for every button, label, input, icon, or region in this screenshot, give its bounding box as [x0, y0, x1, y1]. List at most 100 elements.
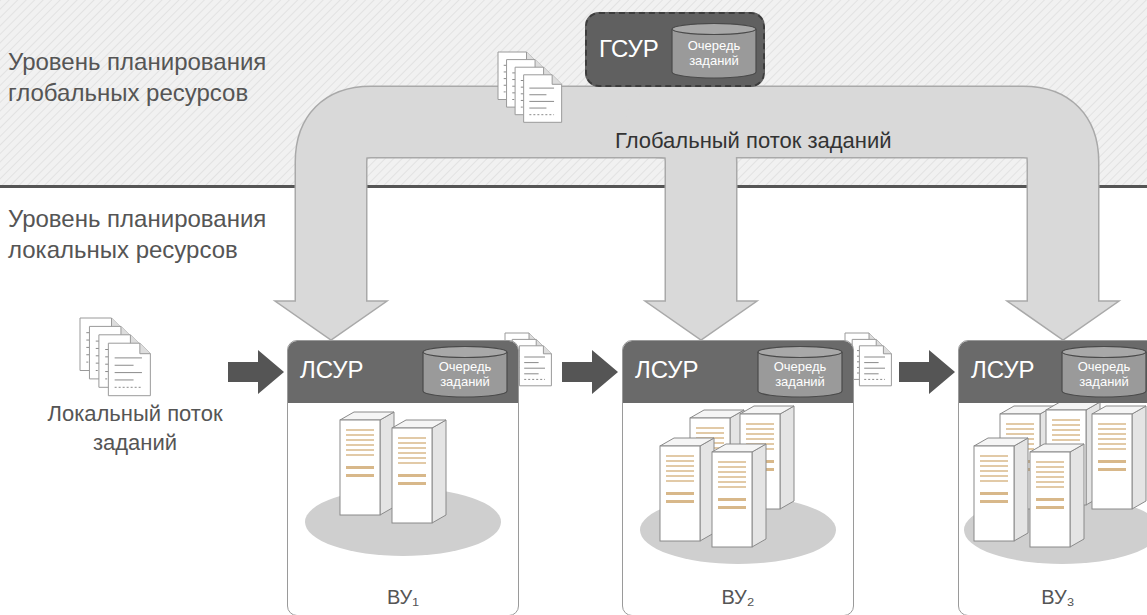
server-vent	[1098, 433, 1126, 435]
job-queue-cylinder: Очередь заданий	[422, 346, 508, 398]
server-vent	[980, 465, 1008, 467]
level-label: Уровень планирования локальных ресурсов	[8, 203, 388, 265]
compute-unit-box: ВУ₃ЛСУРОчередь заданий	[958, 340, 1147, 615]
server-top	[712, 444, 766, 452]
document-line	[864, 357, 885, 358]
server-vent	[718, 481, 746, 483]
server-vent	[398, 462, 426, 464]
server-drive	[980, 492, 1008, 495]
server-vent	[1052, 424, 1080, 426]
document-line	[529, 94, 546, 95]
server-vent	[1036, 466, 1064, 468]
document-fold	[552, 75, 562, 85]
scheduler-name: ЛСУР	[635, 354, 699, 386]
job-queue-cylinder: Очередь заданий	[1061, 346, 1147, 398]
server-vent	[718, 466, 746, 468]
flow-band	[675, 87, 1063, 303]
document-line	[529, 114, 554, 115]
server-drive	[398, 482, 426, 485]
server-vent	[666, 465, 694, 467]
server-front	[340, 420, 380, 515]
arrow-head	[1007, 301, 1119, 340]
global-job-documents	[498, 52, 562, 122]
local-flow-arrow	[562, 350, 618, 394]
server-vent	[666, 475, 694, 477]
document-sheet	[859, 346, 891, 386]
arrow-joint	[296, 297, 366, 303]
server-vent	[980, 455, 1008, 457]
cylinder-body	[758, 352, 842, 397]
server-top	[660, 438, 714, 446]
server-side	[752, 444, 766, 547]
server-front	[1092, 414, 1132, 509]
server-vent	[346, 434, 374, 436]
server-drive	[1098, 460, 1126, 463]
document-line	[115, 357, 142, 358]
server-top	[1046, 402, 1100, 410]
job-queue-cylinder: Очередь заданий	[757, 346, 843, 398]
global-flow-arrow	[275, 87, 675, 340]
cylinder-body	[1062, 352, 1146, 397]
document-line	[864, 373, 878, 374]
cylinder-top	[672, 24, 756, 35]
document-fold	[140, 343, 151, 354]
server-vent	[1006, 428, 1034, 430]
server-vent	[666, 470, 694, 472]
server-vent	[398, 437, 426, 439]
server-drive	[1098, 468, 1126, 471]
flow-band-outline	[331, 87, 675, 303]
server-top	[690, 410, 744, 418]
server-side	[432, 420, 446, 523]
cylinder-top	[758, 347, 842, 358]
cylinder-top	[423, 347, 507, 358]
server-drive	[718, 498, 746, 501]
server-vent	[718, 471, 746, 473]
document-line	[529, 101, 554, 102]
server-front	[1030, 452, 1070, 547]
server-vent	[1098, 438, 1126, 440]
server-drive	[1036, 498, 1064, 501]
document-line	[524, 368, 545, 369]
server-vent	[980, 475, 1008, 477]
server-side	[1014, 438, 1028, 541]
server-vent	[1098, 448, 1126, 450]
server-vent	[1098, 428, 1126, 430]
server-vent	[1036, 461, 1064, 463]
server-top	[392, 420, 446, 428]
server-vent	[1052, 434, 1080, 436]
server-vent	[1052, 419, 1080, 421]
server-vent	[696, 427, 724, 429]
queue-label: Очередь заданий	[428, 360, 502, 390]
level-divider	[0, 185, 1147, 188]
server-vent	[1052, 439, 1080, 441]
server-vent	[746, 423, 774, 425]
queue-label: Очередь заданий	[677, 39, 751, 69]
compute-unit-box: ВУ₁ЛСУРОчередь заданий	[287, 340, 519, 615]
server-vent	[666, 480, 694, 482]
flow-band	[331, 87, 675, 303]
document-line	[115, 379, 134, 380]
server-vent	[346, 429, 374, 431]
server-vent	[398, 457, 426, 459]
document-line	[864, 379, 885, 380]
local-scheduler-band: ЛСУР Очередь заданий	[959, 341, 1147, 403]
server-top	[1030, 444, 1084, 452]
local-flow-arrow	[228, 350, 284, 394]
global-scheduler-box: ГСУРОчередь заданий	[585, 12, 765, 87]
local-scheduler-band: ЛСУРОчередь заданий	[288, 341, 518, 403]
server-side	[780, 406, 794, 509]
server-top	[340, 412, 394, 420]
server-vent	[718, 461, 746, 463]
server-side	[1132, 406, 1146, 509]
server-vent	[346, 449, 374, 451]
server-vent	[718, 486, 746, 488]
server-vent	[1098, 443, 1126, 445]
server-front	[660, 446, 700, 541]
global-flow-arrow	[675, 87, 1119, 340]
server-vent	[1052, 429, 1080, 431]
scheduler-name: ЛСУР	[971, 354, 1035, 386]
server-vent	[1036, 476, 1064, 478]
server-side	[1070, 444, 1084, 547]
server-vent	[980, 470, 1008, 472]
document-line	[115, 372, 142, 373]
